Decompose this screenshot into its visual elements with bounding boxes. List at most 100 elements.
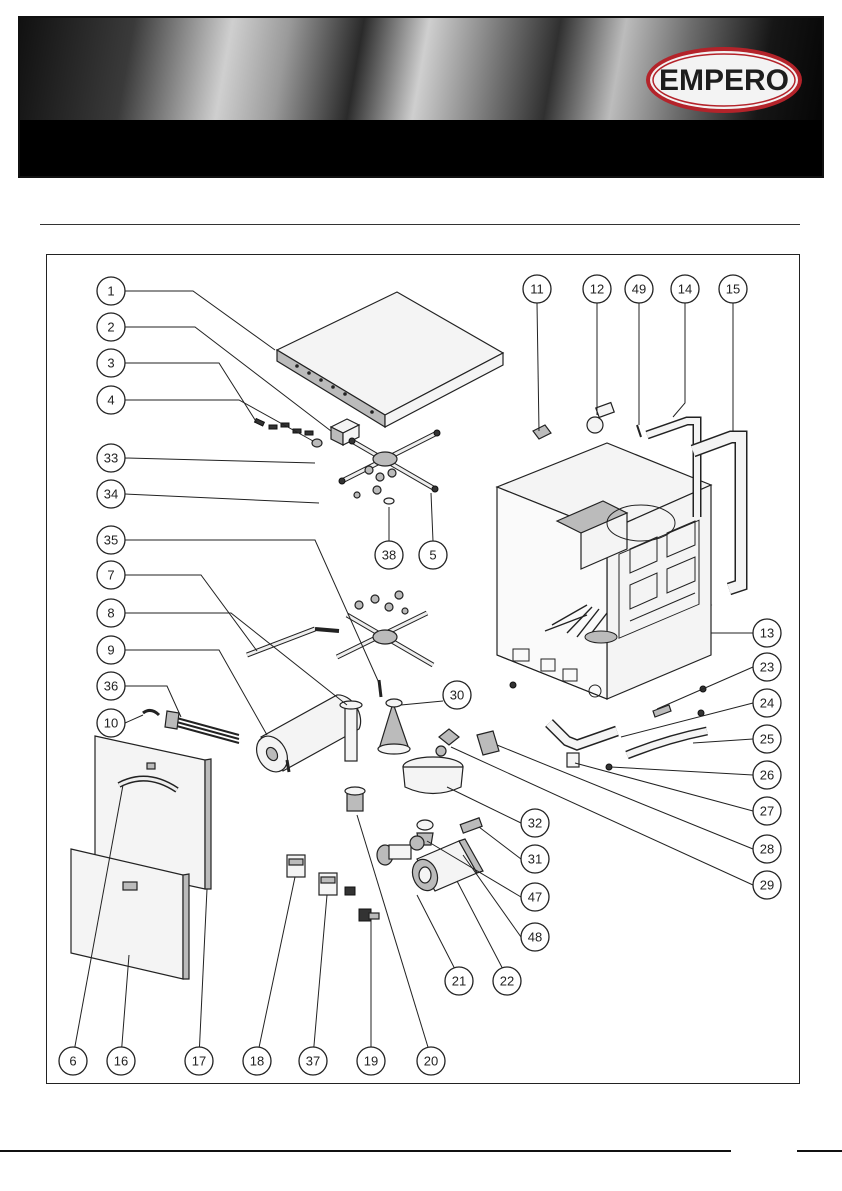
svg-text:28: 28 bbox=[760, 842, 774, 857]
svg-text:12: 12 bbox=[590, 282, 604, 297]
svg-text:11: 11 bbox=[530, 282, 544, 297]
callout-22: 22 bbox=[493, 967, 521, 995]
svg-text:20: 20 bbox=[424, 1054, 438, 1069]
callout-47: 47 bbox=[521, 883, 549, 911]
svg-text:22: 22 bbox=[500, 974, 514, 989]
header-title-bar bbox=[20, 120, 822, 178]
svg-text:33: 33 bbox=[104, 451, 118, 466]
svg-text:17: 17 bbox=[192, 1054, 206, 1069]
svg-text:10: 10 bbox=[104, 716, 118, 731]
svg-text:5: 5 bbox=[429, 548, 436, 563]
svg-text:35: 35 bbox=[104, 533, 118, 548]
callout-20: 20 bbox=[417, 1047, 445, 1075]
callout-33: 33 bbox=[97, 444, 125, 472]
callout-38: 38 bbox=[375, 541, 403, 569]
svg-text:27: 27 bbox=[760, 804, 774, 819]
svg-text:30: 30 bbox=[450, 688, 464, 703]
callout-35: 35 bbox=[97, 526, 125, 554]
exploded-parts-diagram: 1 2 3 4 33 34 38 5 35 7 8 9 36 10 11 12 … bbox=[46, 254, 800, 1084]
callout-37: 37 bbox=[299, 1047, 327, 1075]
svg-text:26: 26 bbox=[760, 768, 774, 783]
callout-15: 15 bbox=[719, 275, 747, 303]
part-drain-pipes bbox=[549, 705, 707, 770]
part-hose-fittings bbox=[417, 818, 482, 845]
part-cabinet-frame bbox=[497, 443, 711, 699]
callout-26: 26 bbox=[753, 761, 781, 789]
svg-text:38: 38 bbox=[382, 548, 396, 563]
callout-9: 9 bbox=[97, 636, 125, 664]
part-drain-fitting bbox=[345, 787, 365, 811]
callout-3: 3 bbox=[97, 349, 125, 377]
svg-text:14: 14 bbox=[678, 282, 692, 297]
svg-text:15: 15 bbox=[726, 282, 740, 297]
part-solenoid-coils bbox=[287, 855, 355, 895]
callout-29: 29 bbox=[753, 871, 781, 899]
callout-36: 36 bbox=[97, 672, 125, 700]
callout-28: 28 bbox=[753, 835, 781, 863]
part-connector bbox=[359, 909, 379, 921]
part-screws-nuts bbox=[255, 418, 322, 447]
svg-text:24: 24 bbox=[760, 696, 774, 711]
svg-text:8: 8 bbox=[107, 606, 114, 621]
callout-23: 23 bbox=[753, 653, 781, 681]
callout-18: 18 bbox=[243, 1047, 271, 1075]
svg-text:7: 7 bbox=[107, 568, 114, 583]
callout-2: 2 bbox=[97, 313, 125, 341]
svg-text:21: 21 bbox=[452, 974, 466, 989]
callout-8: 8 bbox=[97, 599, 125, 627]
part-lower-wash-arm bbox=[247, 591, 433, 697]
svg-text:18: 18 bbox=[250, 1054, 264, 1069]
callout-12: 12 bbox=[583, 275, 611, 303]
callout-48: 48 bbox=[521, 923, 549, 951]
svg-text:32: 32 bbox=[528, 816, 542, 831]
callout-31: 31 bbox=[521, 845, 549, 873]
callout-34: 34 bbox=[97, 480, 125, 508]
svg-text:13: 13 bbox=[760, 626, 774, 641]
svg-text:4: 4 bbox=[107, 393, 114, 408]
callout-7: 7 bbox=[97, 561, 125, 589]
callout-21: 21 bbox=[445, 967, 473, 995]
callout-6: 6 bbox=[59, 1047, 87, 1075]
svg-text:3: 3 bbox=[107, 356, 114, 371]
svg-text:47: 47 bbox=[528, 890, 542, 905]
callout-49: 49 bbox=[625, 275, 653, 303]
part-upper-wash-arm bbox=[339, 430, 440, 504]
empero-logo: EMPERO bbox=[644, 44, 804, 116]
callout-11: 11 bbox=[523, 275, 551, 303]
callout-1: 1 bbox=[97, 277, 125, 305]
diagram-canvas: 1 2 3 4 33 34 38 5 35 7 8 9 36 10 11 12 … bbox=[47, 255, 799, 1083]
callout-4: 4 bbox=[97, 386, 125, 414]
part-pump-dome bbox=[403, 729, 463, 794]
svg-text:2: 2 bbox=[107, 320, 114, 335]
callout-24: 24 bbox=[753, 689, 781, 717]
part-top-cover bbox=[277, 292, 503, 427]
part-top-fittings bbox=[533, 403, 641, 439]
svg-text:29: 29 bbox=[760, 878, 774, 893]
part-clip bbox=[143, 710, 159, 715]
section-rule bbox=[40, 224, 800, 225]
svg-text:31: 31 bbox=[528, 852, 542, 867]
svg-text:34: 34 bbox=[104, 487, 118, 502]
callout-13: 13 bbox=[753, 619, 781, 647]
svg-text:6: 6 bbox=[69, 1054, 76, 1069]
svg-text:25: 25 bbox=[760, 732, 774, 747]
logo-text: EMPERO bbox=[659, 64, 789, 97]
svg-text:37: 37 bbox=[306, 1054, 320, 1069]
svg-text:36: 36 bbox=[104, 679, 118, 694]
svg-text:1: 1 bbox=[107, 284, 114, 299]
callout-10: 10 bbox=[97, 709, 125, 737]
header-banner: EMPERO bbox=[18, 16, 824, 178]
callout-30: 30 bbox=[443, 681, 471, 709]
svg-text:16: 16 bbox=[114, 1054, 128, 1069]
callout-19: 19 bbox=[357, 1047, 385, 1075]
callout-16: 16 bbox=[107, 1047, 135, 1075]
svg-text:19: 19 bbox=[364, 1054, 378, 1069]
callout-25: 25 bbox=[753, 725, 781, 753]
part-level-switch bbox=[477, 731, 499, 755]
part-filter-cone bbox=[378, 699, 410, 754]
callout-17: 17 bbox=[185, 1047, 213, 1075]
callout-32: 32 bbox=[521, 809, 549, 837]
callout-14: 14 bbox=[671, 275, 699, 303]
callout-5: 5 bbox=[419, 541, 447, 569]
svg-text:9: 9 bbox=[107, 643, 114, 658]
